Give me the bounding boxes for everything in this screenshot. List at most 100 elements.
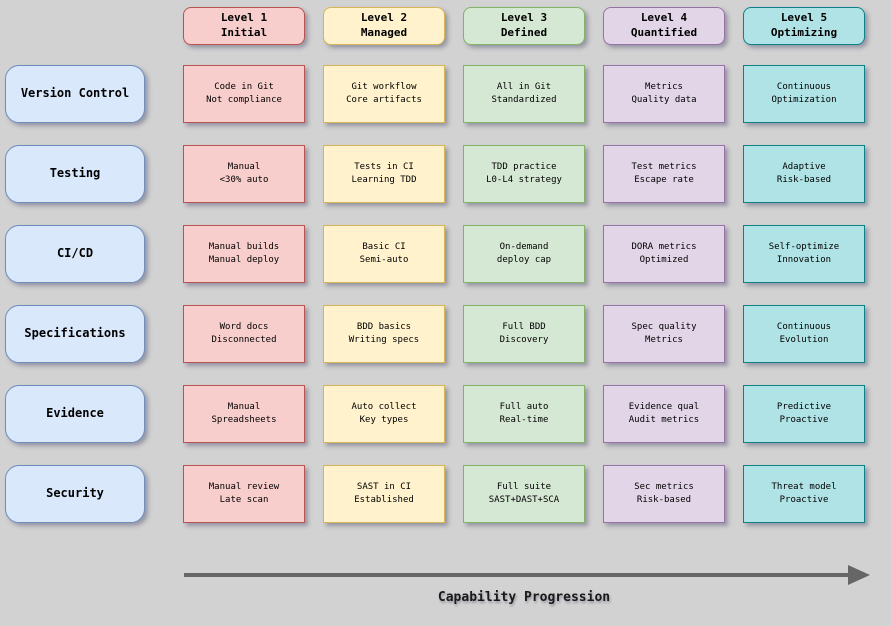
cell-line2: Established [354,495,414,505]
cell-line1: Full BDD [502,321,546,332]
row-label: Specifications [24,326,126,341]
cell-line2: Escape rate [634,175,694,185]
cell-line1: Code in Git [214,81,274,92]
cell-line1: BDD basics [356,321,412,332]
cell-line2: Optimized [639,255,689,265]
cell-line1: Continuous [776,81,832,92]
column-title: Level 2 [360,11,408,25]
cell-line2: Quality data [631,95,697,105]
cell-line2: L0-L4 strategy [486,175,562,185]
cell-line2: Real-time [499,415,549,425]
cell-line2: Not compliance [206,95,282,105]
column-subtitle: Defined [500,26,548,39]
cell-line1: Predictive [776,401,832,412]
cell-line1: Spec quality [631,321,697,332]
cell-line1: Test metrics [631,161,697,172]
column-subtitle: Initial [220,26,268,39]
column-subtitle: Optimizing [770,26,838,39]
cell-line2: Late scan [219,495,269,505]
cell-line2: Audit metrics [628,415,700,425]
cell-line2: <30% auto [219,175,269,185]
cell-line2: Core artifacts [346,95,422,105]
cell-testing-level1: Manual <30% auto [183,145,305,203]
row-label: Security [46,486,104,501]
row-header-testing: Testing [5,145,145,203]
column-title: Level 4 [640,11,688,25]
cell-line1: DORA metrics [631,241,697,252]
cell-line2: Innovation [776,255,832,265]
row-header-security: Security [5,465,145,523]
progression-arrow [184,565,870,585]
cell-line2: Risk-based [636,495,692,505]
cell-line1: SAST in CI [356,481,412,492]
cell-line2: Standardized [491,95,557,105]
cell-testing-level2: Tests in CI Learning TDD [323,145,445,203]
cell-line1: Manual builds [208,241,280,252]
cell-specifications-level3: Full BDD Discovery [463,305,585,363]
cell-line2: deploy cap [496,255,552,265]
row-label: Version Control [20,86,130,101]
cell-line1: Full auto [499,401,549,412]
cell-cicd-level3: On-demand deploy cap [463,225,585,283]
cell-line1: Basic CI [362,241,406,252]
cell-line2: Discovery [499,335,549,345]
cell-line1: Evidence qual [628,401,700,412]
cell-line1: Tests in CI [354,161,414,172]
row-label: Testing [49,166,101,181]
cell-line2: Proactive [779,495,829,505]
cell-line1: Auto collect [351,401,417,412]
row-header-cicd: CI/CD [5,225,145,283]
cell-line1: Continuous [776,321,832,332]
cell-line2: Key types [359,415,409,425]
cell-line1: Full suite [496,481,552,492]
cell-line1: On-demand [499,241,549,252]
cell-line1: Manual [227,401,261,412]
cell-line1: Threat model [771,481,837,492]
cell-line1: Manual [227,161,261,172]
row-label: CI/CD [56,246,94,261]
cell-line1: Word docs [219,321,269,332]
cell-line2: SAST+DAST+SCA [488,495,560,505]
cell-line2: Manual deploy [208,255,280,265]
row-label: Evidence [46,406,104,421]
row-header-specifications: Specifications [5,305,145,363]
row-header-evidence: Evidence [5,385,145,443]
cell-line1: Manual review [208,481,280,492]
column-subtitle: Quantified [630,26,698,39]
row-header-version-control: Version Control [5,65,145,123]
cell-line2: Writing specs [348,335,420,345]
cell-security-level2: SAST in CI Established [323,465,445,523]
column-title: Level 1 [220,11,268,25]
cell-line2: Learning TDD [351,175,417,185]
cell-line2: Spreadsheets [211,415,277,425]
cell-line2: Proactive [779,415,829,425]
cell-line1: Metrics [645,81,683,92]
cell-line1: Adaptive [782,161,826,172]
